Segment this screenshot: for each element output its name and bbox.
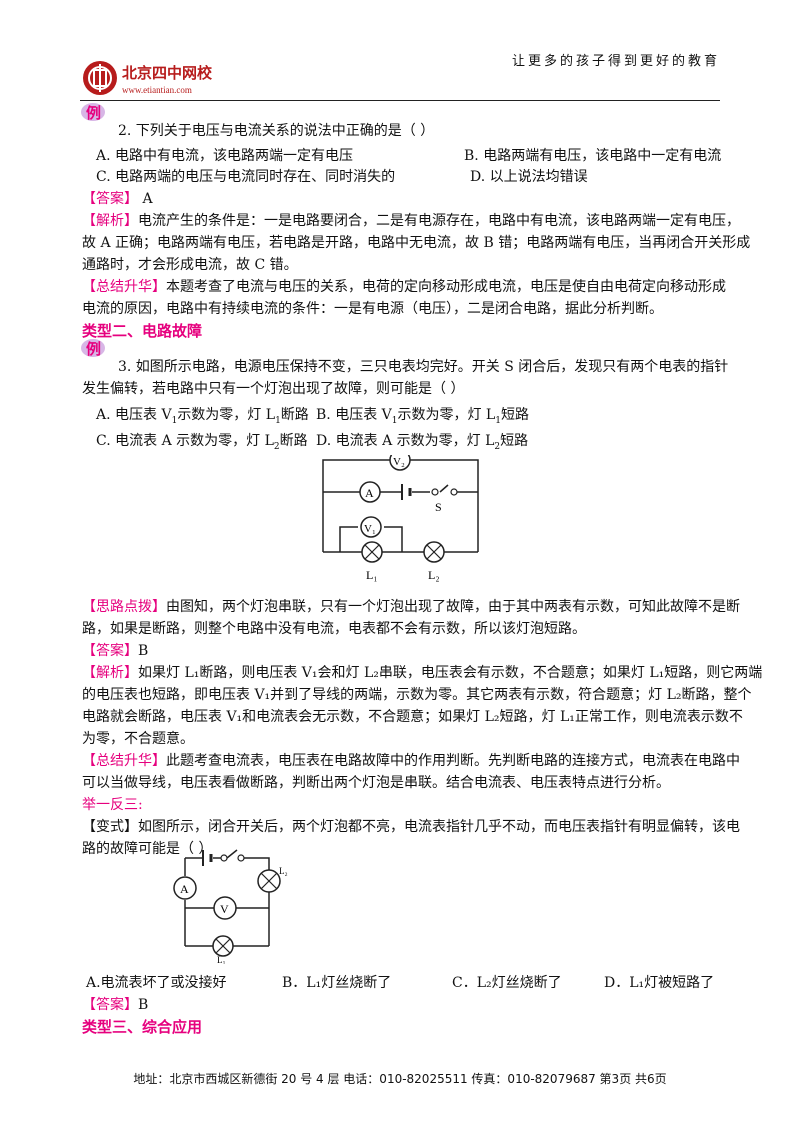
q3-option-c: C. 电流表 A 示数为零，灯 L2断路 [96,433,308,452]
variant-heading: 举一反三: [82,797,143,813]
q2-summary-2: 电流的原因，电路中有持续电流的条件：一是有电源（电压），二是闭合电路，据此分析判… [82,301,663,317]
q3-analysis-1: 【解析】如果灯 L₁断路，则电压表 V₁会和灯 L₂串联，电压表会有示数，不合题… [82,665,763,681]
q3-stem-2: 发生偏转，若电路中只有一个灯泡出现了故障，则可能是（ ） [82,381,465,397]
label-a: A [180,882,189,896]
q2-analysis-2: 故 A 正确；电路两端有电压，若电路是开路，电路中无电流，故 B 错；电路两端有… [82,235,751,251]
ammeter-a [359,481,381,503]
voltmeter-v1 [360,516,382,538]
q3-analysis-2: 的电压表也短路，即电压表 V₁并到了导线的两端，示数为零。其它两表有示数，符合题… [82,687,752,703]
variant-option-a: A.电流表坏了或没接好 [86,975,227,991]
q3-hint-2: 路，如果是断路，则整个电路中没有电流，电表都不会有示数，所以该灯泡短路。 [82,621,586,637]
lamp-l1 [212,935,234,957]
voltmeter-v [213,896,237,920]
voltmeter-v2 [389,455,411,471]
q2-summary-1: 【总结升华】本题考查了电流与电压的关系，电荷的定向移动形成电流，电压是使自由电荷… [82,279,726,295]
q3-option-a: A. 电压表 V1示数为零，灯 L1断路 [96,407,309,426]
variant-answer: 【答案】B [82,997,149,1013]
q3-analysis-4: 为零，不合题意。 [82,731,194,747]
lamp-l1 [361,541,383,563]
q3-option-d: D. 电流表 A 示数为零，灯 L2短路 [316,433,529,452]
site-logo: 北京四中网校 www.etiantian.com [83,61,213,95]
header-slogan: 让更多的孩子得到更好的教育 [511,54,720,69]
q2-stem: 2. 下列关于电压与电流关系的说法中正确的是（ ） [118,123,435,139]
label-l1: L₁ [217,955,226,964]
q3-answer: 【答案】B [82,643,149,659]
q3-analysis-3: 电路就会断路，电压表 V₁和电流表会无示数，不合题意；如果灯 L₂短路，灯 L₁… [82,709,743,725]
q2-analysis-3: 通路时，才会形成电流，故 C 错。 [82,257,298,273]
q2-option-c: C. 电路两端的电压与电流同时存在、同时消失的 [96,169,396,185]
variant-option-c: C．L₂灯丝烧断了 [452,975,562,991]
label-a: A [365,486,374,500]
header-divider [80,100,720,101]
ammeter-a [173,876,197,900]
label-s: S [435,500,442,514]
q3-option-b: B. 电压表 V1示数为零，灯 L1短路 [316,407,529,426]
variant-option-d: D．L₁灯被短路了 [604,975,715,991]
section-heading-2: 类型二、电路故障 [82,322,203,340]
label-l2: L₂ [428,568,440,582]
circuit-diagram-q3: V₂ A S V₁ L₁ L₂ [322,455,479,582]
label-l2: L₂ [279,866,288,876]
circuit-diagram-variant: A V L₂ L₁ [173,849,288,964]
variant-option-b: B．L₁灯丝烧断了 [282,975,392,991]
label-v2: V₂ [393,456,405,468]
q3-hint-1: 【思路点拨】由图知，两个灯泡串联，只有一个灯泡出现了故障，由于其中两表有示数，可… [82,599,740,615]
q2-option-a: A. 电路中有电流，该电路两端一定有电压 [96,148,354,164]
svg-text:例: 例 [86,340,101,358]
label-l1: L₁ [366,568,378,582]
q2-option-b: B. 电路两端有电压，该电路中一定有电流 [464,148,722,164]
page-footer: 地址：北京市西城区新德街 20 号 4 层 电话：010-82025511 传真… [133,1072,667,1086]
q2-option-d: D. 以上说法均错误 [470,169,588,185]
svg-text:例: 例 [86,104,101,122]
logo-url: www.etiantian.com [122,85,192,95]
variant-stem-1: 【变式】如图所示，闭合开关后，两个灯泡都不亮，电流表指针几乎不动，而电压表指针有… [82,819,740,835]
label-v: V [220,902,229,916]
lamp-l2 [257,869,281,893]
section-heading-3: 类型三、综合应用 [82,1018,203,1036]
q2-analysis-1: 【解析】电流产生的条件是：一是电路要闭合，二是有电源存在，电路中有电流，该电路两… [82,213,740,229]
q3-stem-1: 3. 如图所示电路，电源电压保持不变，三只电表均完好。开关 S 闭合后，发现只有… [118,359,729,375]
example-badge: 例 [81,339,105,358]
logo-text: 北京四中网校 [122,64,213,82]
q3-summary-1: 【总结升华】此题考查电流表，电压表在电路故障中的作用判断。先判断电路的连接方式，… [82,753,740,769]
q2-answer: 【答案】 A [82,191,153,207]
variant-stem-2: 路的故障可能是（ ） [82,841,213,857]
label-v1: V₁ [364,523,376,535]
example-badge: 例 [81,103,105,122]
q3-summary-2: 可以当做导线，电压表看做断路，判断出两个灯泡是串联。结合电流表、电压表特点进行分… [82,775,670,791]
lamp-l2 [423,541,445,563]
